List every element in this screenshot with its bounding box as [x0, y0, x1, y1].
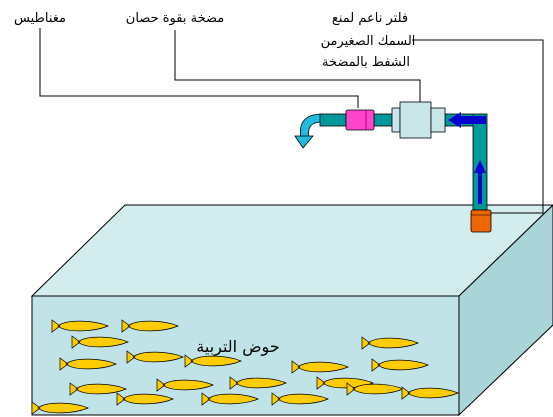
fish-icon [201, 392, 259, 406]
fish-icon [361, 336, 419, 350]
outflow-arrow-icon [294, 113, 323, 149]
fish-icon [121, 319, 179, 333]
magnet-leader-line [39, 28, 359, 108]
breeding-tank: حوض التربية [30, 204, 553, 417]
fish-icon [229, 376, 287, 390]
pump-icon [391, 101, 446, 139]
filter-leader-line [412, 39, 544, 214]
fish-icon [69, 382, 127, 396]
fish-icon [401, 386, 459, 400]
magnet-icon [345, 109, 375, 131]
fish-icon [126, 350, 184, 364]
tank-label: حوض التربية [196, 337, 279, 357]
fish-icon [51, 319, 109, 333]
fish-icon [116, 392, 174, 406]
pump-label: مضخة بقوة حصان [126, 11, 224, 26]
pump-leader-line [174, 30, 421, 103]
fish-icon [156, 378, 214, 392]
filter-label-line-3: الشفط بالمضخة [322, 55, 410, 70]
fish-school [31, 319, 459, 415]
outlet-pipe [319, 113, 347, 127]
fish-icon [71, 335, 129, 349]
leader-lines [39, 28, 544, 214]
fish-icon [271, 392, 329, 406]
flow-arrow-icons [448, 112, 486, 204]
fish-icon [31, 401, 89, 415]
fish-icon [291, 360, 349, 374]
fish-icon [371, 358, 429, 372]
filter-label-line-1: فلتر ناعم لمنع [332, 11, 408, 26]
filter-label-line-2: السمك الصغيرمن [321, 34, 416, 49]
filter-icon [470, 209, 492, 233]
fish-icon [346, 382, 404, 396]
pipe-segment-magnet-pump [373, 113, 395, 127]
magnet-label: مغناطيس [14, 11, 66, 26]
fish-icon [184, 354, 242, 368]
fish-icon [59, 357, 117, 371]
